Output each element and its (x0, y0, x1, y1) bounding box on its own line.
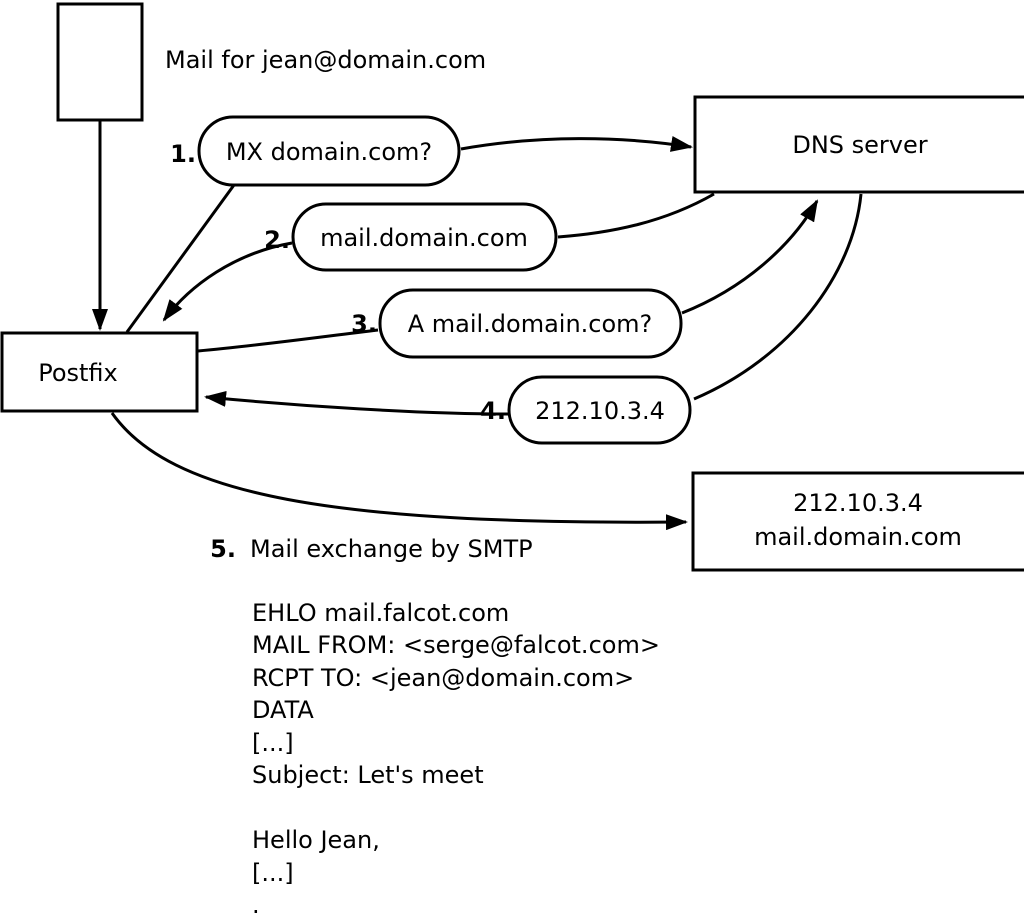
smtp-line: [...] (252, 729, 294, 757)
step1-pill (197, 115, 461, 187)
dns-server-box (693, 95, 1024, 194)
arrow-step3-to-dns (681, 199, 819, 315)
smtp-line: Hello Jean, (252, 826, 380, 854)
smtp-line: DATA (252, 696, 314, 724)
smtp-line: MAIL FROM: <serge@falcot.com> (252, 631, 660, 659)
smtp-line: [...] (252, 859, 294, 887)
arrow-step2-to-postfix (162, 241, 293, 322)
step1-number: 1. (170, 140, 196, 168)
step1-label: MX domain.com? (226, 138, 432, 166)
smtp-transcript: EHLO mail.falcot.com MAIL FROM: <serge@f… (252, 599, 660, 919)
step3-number: 3. (351, 310, 377, 338)
line-postfix-to-step3 (197, 328, 379, 353)
step2-label: mail.domain.com (320, 224, 528, 252)
envelope-icon (56, 2, 144, 122)
step3-pill (378, 288, 683, 359)
postfix-label: Postfix (38, 359, 118, 387)
smtp-line: . (252, 891, 260, 919)
arrow-step4-to-postfix (204, 390, 509, 416)
step2-pill (291, 202, 558, 272)
step4-pill (507, 375, 692, 445)
dns-server-label: DNS server (792, 131, 927, 159)
mail-server-hostname: mail.domain.com (754, 523, 962, 551)
mail-server-ip: 212.10.3.4 (793, 489, 923, 517)
arrow-postfix-to-mailserver (110, 412, 688, 531)
mail-server-box (691, 471, 1024, 572)
arrow-step1-to-dns (460, 136, 693, 152)
smtp-line: Subject: Let's meet (252, 761, 484, 789)
step4-number: 4. (480, 397, 506, 425)
step3-label: A mail.domain.com? (408, 310, 653, 338)
postfix-box (0, 331, 199, 413)
smtp-line: EHLO mail.falcot.com (252, 599, 509, 627)
line-dns-to-step2 (557, 192, 715, 239)
step2-number: 2. (264, 226, 290, 254)
step4-label: 212.10.3.4 (535, 397, 665, 425)
step5-number: 5. (210, 535, 236, 563)
line-postfix-to-step1 (125, 184, 236, 333)
line-dns-to-step4 (693, 193, 863, 401)
mail-label: Mail for jean@domain.com (165, 46, 486, 74)
step5-label: Mail exchange by SMTP (250, 535, 533, 563)
smtp-line: RCPT TO: <jean@domain.com> (252, 664, 634, 692)
